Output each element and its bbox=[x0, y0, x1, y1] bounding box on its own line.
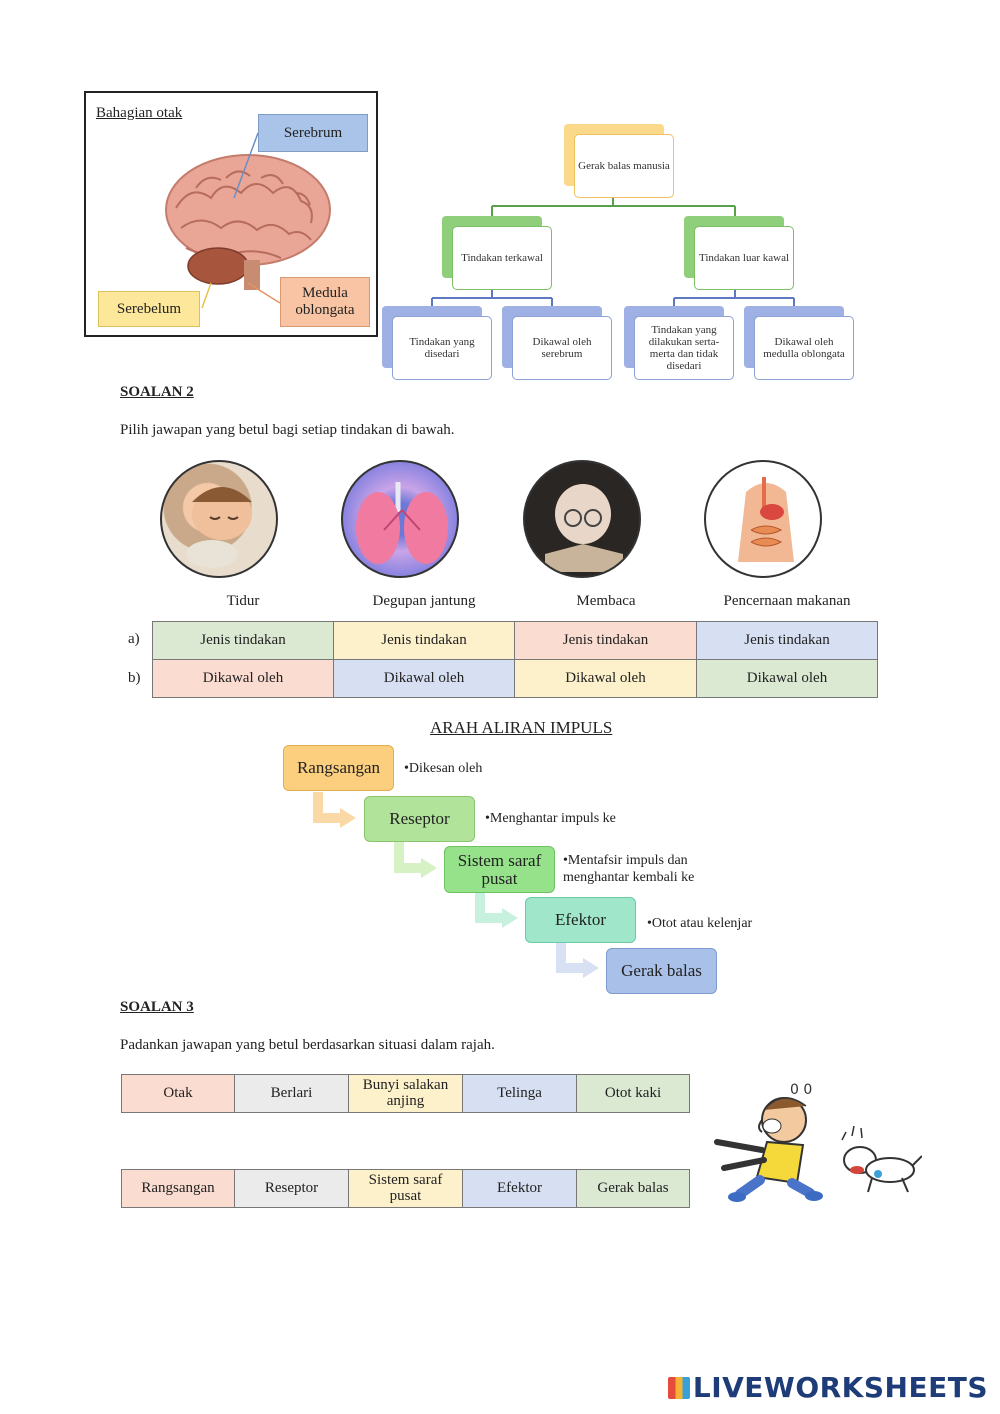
concept-leaf-1: Tindakan yang disedari bbox=[392, 316, 492, 380]
brain-diagram: Bahagian otak Serebrum Serebelum Medula … bbox=[84, 91, 378, 337]
flow-note-2: •Menghantar impuls ke bbox=[485, 811, 616, 826]
flow-step-rangsangan: Rangsangan bbox=[283, 745, 394, 791]
caption-degupan-jantung: Degupan jantung bbox=[372, 593, 476, 609]
logo-icon bbox=[667, 1377, 690, 1399]
brain-image bbox=[165, 154, 331, 290]
flow-arrows bbox=[313, 792, 599, 978]
answer-cell-a4[interactable]: Jenis tindakan bbox=[696, 621, 878, 660]
answer-option-2[interactable]: Berlari bbox=[234, 1074, 349, 1113]
stage-gerak-balas[interactable]: Gerak balas bbox=[576, 1169, 690, 1208]
stage-rangsangan[interactable]: Rangsangan bbox=[121, 1169, 235, 1208]
liveworksheets-logo: LIVEWORKSHEETS bbox=[667, 1371, 988, 1404]
concept-leaf-4: Dikawal oleh medulla oblongata bbox=[754, 316, 854, 380]
answer-cell-a3[interactable]: Jenis tindakan bbox=[514, 621, 697, 660]
flow-note-3: •Mentafsir impuls dan menghantar kembali… bbox=[563, 853, 695, 885]
running-man-dog-illustration: 0 0 bbox=[714, 1082, 922, 1202]
caption-membaca: Membaca bbox=[576, 593, 636, 609]
soalan3-heading: SOALAN 3 bbox=[120, 999, 194, 1015]
flow-step-gerak-balas: Gerak balas bbox=[606, 948, 717, 994]
row-label-a: a) bbox=[128, 631, 140, 647]
caption-pencernaan-makanan: Pencernaan makanan bbox=[723, 593, 851, 609]
concept-branch-right: Tindakan luar kawal bbox=[694, 226, 794, 290]
answer-cell-b2[interactable]: Dikawal oleh bbox=[333, 659, 515, 698]
digestive-system-image bbox=[704, 460, 822, 578]
pointer-lines bbox=[201, 132, 281, 309]
sleeping-child-image bbox=[160, 460, 278, 578]
answer-option-5[interactable]: Otot kaki bbox=[576, 1074, 690, 1113]
concept-map: Gerak balas manusia Tindakan terkawal Ti… bbox=[380, 118, 880, 388]
soalan3-instruction: Padankan jawapan yang betul berdasarkan … bbox=[120, 1037, 495, 1053]
lungs-image bbox=[341, 460, 459, 578]
concept-root: Gerak balas manusia bbox=[574, 134, 674, 198]
answer-cell-b4[interactable]: Dikawal oleh bbox=[696, 659, 878, 698]
concept-leaf-3: Tindakan yang dilakukan serta-merta dan … bbox=[634, 316, 734, 380]
svg-text:0 0: 0 0 bbox=[790, 1082, 812, 1098]
concept-leaf-2: Dikawal oleh serebrum bbox=[512, 316, 612, 380]
stage-reseptor[interactable]: Reseptor bbox=[234, 1169, 349, 1208]
row-label-b: b) bbox=[128, 670, 141, 686]
flow-step-sistem-saraf-pusat: Sistem saraf pusat bbox=[444, 846, 555, 893]
answer-cell-a2[interactable]: Jenis tindakan bbox=[333, 621, 515, 660]
answer-option-3[interactable]: Bunyi salakan anjing bbox=[348, 1074, 463, 1113]
answer-cell-b1[interactable]: Dikawal oleh bbox=[152, 659, 334, 698]
reading-baby-image bbox=[523, 460, 641, 578]
soalan2-instruction: Pilih jawapan yang betul bagi setiap tin… bbox=[120, 422, 455, 438]
answer-cell-b3[interactable]: Dikawal oleh bbox=[514, 659, 697, 698]
answer-option-4[interactable]: Telinga bbox=[462, 1074, 577, 1113]
answer-cell-a1[interactable]: Jenis tindakan bbox=[152, 621, 334, 660]
concept-branch-left: Tindakan terkawal bbox=[452, 226, 552, 290]
stage-efektor[interactable]: Efektor bbox=[462, 1169, 577, 1208]
serebrum-label: Serebrum bbox=[258, 114, 368, 152]
caption-tidur: Tidur bbox=[226, 593, 260, 609]
stage-sistem-saraf-pusat[interactable]: Sistem saraf pusat bbox=[348, 1169, 463, 1208]
flow-step-efektor: Efektor bbox=[525, 897, 636, 943]
flow-note-4: •Otot atau kelenjar bbox=[647, 916, 753, 931]
flow-step-reseptor: Reseptor bbox=[364, 796, 475, 842]
soalan2-heading: SOALAN 2 bbox=[120, 384, 194, 400]
serebelum-label: Serebelum bbox=[98, 291, 200, 327]
flow-note-1: •Dikesan oleh bbox=[404, 761, 483, 776]
brain-title: Bahagian otak bbox=[96, 105, 183, 121]
answer-option-1[interactable]: Otak bbox=[121, 1074, 235, 1113]
flow-title: ARAH ALIRAN IMPULS bbox=[430, 718, 613, 737]
medula-label: Medula oblongata bbox=[280, 277, 370, 327]
